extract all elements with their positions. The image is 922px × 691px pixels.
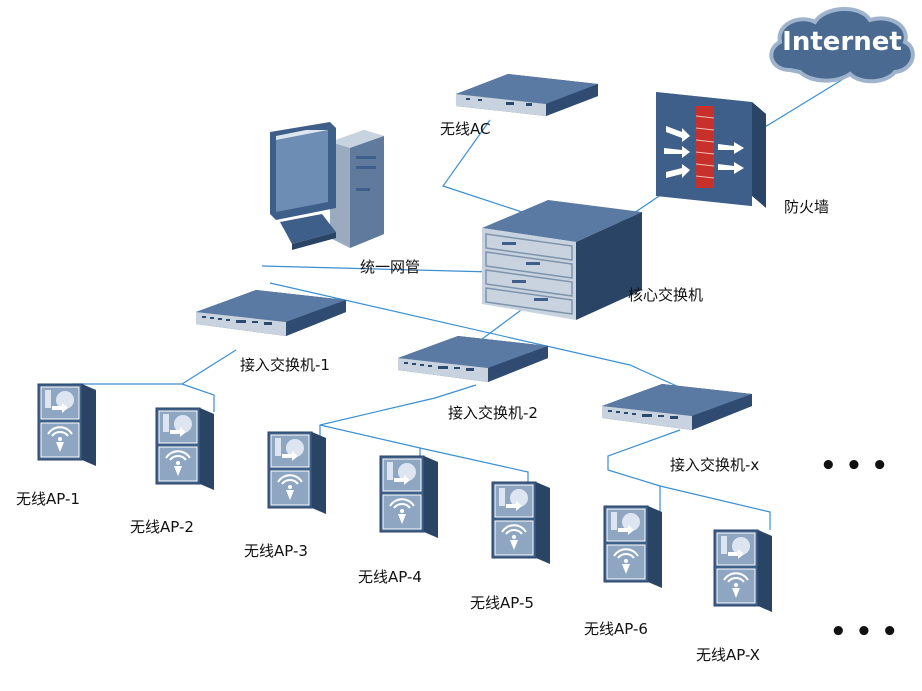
access-point (603, 505, 663, 589)
management-label: 统一网管 (360, 258, 420, 276)
arrow-icons (664, 126, 744, 178)
more-switches-ellipsis: • • • (820, 451, 888, 481)
access-point-label: 无线AP-3 (244, 542, 308, 560)
access-switch-1 (196, 290, 346, 336)
internet-cloud: Internet (769, 6, 915, 84)
access-point (37, 383, 97, 467)
access-switch-x (602, 384, 752, 430)
access-point (155, 407, 215, 491)
internet-label: Internet (782, 27, 902, 57)
access-point (491, 481, 551, 565)
access-point-label: 无线AP-5 (470, 594, 534, 612)
access-point (267, 431, 327, 515)
access-switch-label: 接入交换机-1 (240, 356, 330, 374)
access-switch-2 (398, 336, 548, 382)
more-aps-ellipsis: • • • (830, 617, 898, 647)
access-point (379, 455, 439, 539)
access-point-label: 无线AP-4 (358, 568, 422, 586)
core-switch (482, 200, 642, 320)
access-point-label: 无线AP-X (696, 646, 760, 664)
firewall-label: 防火墙 (784, 198, 829, 216)
access-switch-label: 接入交换机-x (670, 456, 759, 474)
access-point (713, 529, 773, 613)
firewall (656, 92, 766, 208)
core-switch-label: 核心交换机 (628, 286, 703, 304)
wireless-ac (456, 74, 598, 116)
access-point-label: 无线AP-2 (130, 518, 194, 536)
brick-wall-icon (695, 106, 715, 188)
access-switch-label: 接入交换机-2 (448, 404, 538, 422)
management-pc (270, 122, 384, 250)
wireless-ac-label: 无线AC (440, 120, 490, 138)
access-point-label: 无线AP-1 (16, 490, 80, 508)
access-point-label: 无线AP-6 (584, 620, 648, 638)
